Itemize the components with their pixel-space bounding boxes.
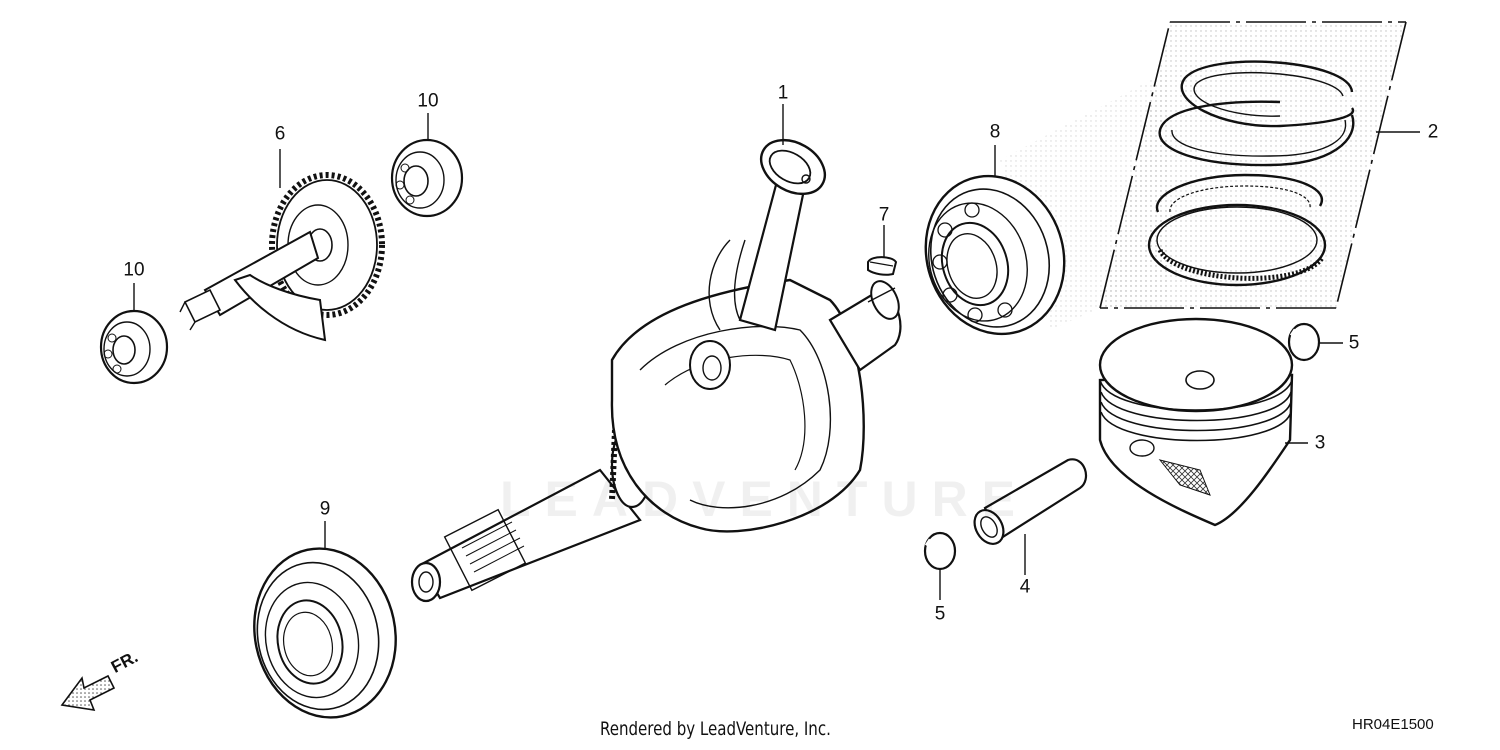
woodruff-key	[867, 256, 898, 276]
oil-ring	[1147, 173, 1327, 287]
callout-part-2[interactable]: 2	[1427, 121, 1439, 143]
crankshaft-bearing-left	[253, 547, 397, 719]
second-ring	[1158, 100, 1355, 167]
piston-pin	[973, 458, 1088, 545]
piston-pin-clip-lower	[923, 531, 957, 571]
callout-part-1[interactable]: 1	[777, 82, 789, 104]
top-ring	[1180, 60, 1355, 128]
watermark: LEADVENTURE	[500, 471, 1030, 527]
balancer-bearing-lower	[99, 309, 169, 385]
callout-part-9[interactable]: 9	[319, 498, 331, 520]
footer-credit: Rendered by LeadVenture, Inc.	[600, 718, 831, 740]
callout-part-10-upper[interactable]: 10	[417, 90, 439, 112]
balancer-bearing-upper	[390, 138, 464, 218]
callout-part-7[interactable]: 7	[878, 204, 890, 226]
callout-part-8[interactable]: 8	[989, 121, 1001, 143]
leader-lines	[133, 104, 1420, 600]
callout-part-4[interactable]: 4	[1019, 576, 1031, 598]
diagram-code: HR04E1500	[1352, 716, 1434, 733]
callout-part-5-upper[interactable]: 5	[1348, 332, 1360, 354]
callout-part-5-lower[interactable]: 5	[934, 603, 946, 625]
balancer-shaft	[179, 172, 385, 342]
callout-part-6[interactable]: 6	[274, 123, 286, 145]
piston-pin-clip-upper	[1287, 322, 1321, 362]
crankshaft-assembly	[410, 138, 902, 603]
front-direction-arrow-icon	[60, 674, 116, 712]
callout-part-3[interactable]: 3	[1314, 432, 1326, 454]
piston	[1098, 317, 1294, 527]
callout-part-10-lower[interactable]: 10	[123, 259, 145, 281]
crankshaft-bearing-right	[924, 174, 1066, 336]
